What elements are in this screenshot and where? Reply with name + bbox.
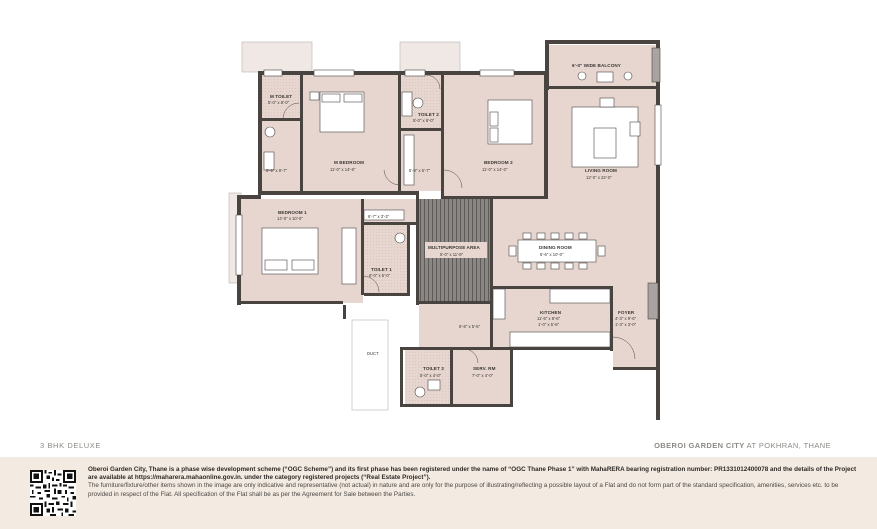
toilet2-dim: 5'-0" x 8'-0" (413, 118, 435, 123)
serv-rm-dim: 7'-0" x 4'-0" (472, 373, 494, 378)
m-toilet-label: M TOILET (270, 94, 292, 99)
furniture (261, 71, 641, 398)
toilet3-dim: 5'-0" x 4'-0" (420, 373, 442, 378)
kitchen-label: KITCHEN (540, 310, 562, 315)
living-dim: 12'-0" x 22'-0" (586, 175, 612, 180)
room-fills (241, 45, 656, 404)
living-label: LIVING ROOM (585, 168, 617, 173)
project-caption: OBEROI GARDEN CITY AT POKHRAN, THANE (654, 441, 831, 450)
multipurpose-label-bg (425, 242, 487, 258)
disclaimer-text: Oberoi Garden City, Thane is a phase wis… (88, 466, 858, 499)
m-passage-dim: 5'-9" x 9'-7" (266, 168, 288, 173)
foyer-label: FOYER (618, 310, 635, 315)
kitchen-dim-1: 11'-6" x 8'-6" (537, 316, 561, 321)
bedroom1-label: BEDROOM 1 (278, 210, 307, 215)
serv-rm-room (453, 349, 513, 404)
room-labels: 6'-0" WIDE BALCONY M TOILET 5'-0" x 8'-0… (266, 63, 637, 378)
toilet1-dim: 8'-0" x 5'-0" (369, 273, 391, 278)
toilet3-room (405, 349, 453, 404)
disclaimer-fine: The furniture/fixture/other items shown … (88, 482, 839, 498)
doors (282, 74, 636, 364)
unit-type-caption: 3 BHK DELUXE (40, 441, 101, 450)
kitchen-dim-2: 1'-0" x 5'-6" (538, 322, 560, 327)
dress2-dim: 5'-9" x 5'-7" (409, 168, 431, 173)
windows (235, 47, 662, 320)
qr-code-icon (30, 470, 76, 516)
project-location: AT POKHRAN, THANE (744, 441, 831, 450)
balcony-label: 6'-0" WIDE BALCONY (572, 63, 621, 68)
project-name: OBEROI GARDEN CITY (654, 441, 745, 450)
m-bedroom-dim: 11'-0" x 14'-6" (330, 167, 356, 172)
duct-label: DUCT (367, 351, 379, 356)
bedroom1-dim: 14'-0" x 10'-0" (277, 216, 303, 221)
toilet3-label: TOILET 3 (423, 366, 444, 371)
dining-label: DINING ROOM (539, 245, 572, 250)
utility-room (419, 303, 493, 349)
foyer-dim-1: 4'-3" x 9'-6" (615, 316, 637, 321)
dress1-dim: 6'-7" x 3'-3" (368, 214, 390, 219)
dining-dim: 5'-6" x 10'-0" (540, 252, 564, 257)
foyer-dim-2: 1'-3" x 3'-0" (615, 322, 637, 327)
floor-plan: 6'-0" WIDE BALCONY M TOILET 5'-0" x 8'-0… (228, 40, 662, 420)
utility-dim: 6'-8" x 5'-5" (459, 324, 481, 329)
bedroom2-dim: 11'-0" x 14'-0" (482, 167, 508, 172)
toilet2-label: TOILET 2 (418, 112, 439, 117)
serv-rm-label: SERV. RM (473, 366, 496, 371)
disclaimer-main: Oberoi Garden City, Thane is a phase wis… (88, 466, 857, 482)
m-bedroom-label: M BEDROOM (334, 160, 364, 165)
multipurpose-dim: 5'-0" x 11'-8" (440, 252, 464, 257)
dining-table (517, 239, 597, 263)
m-toilet-room (262, 75, 304, 119)
m-toilet-dim: 5'-0" x 8'-0" (268, 100, 290, 105)
floor-plan-drawing: 6'-0" WIDE BALCONY M TOILET 5'-0" x 8'-0… (228, 40, 662, 420)
multipurpose-label: MULTIPURPOSE AREA (428, 245, 481, 250)
disclaimer-footer (0, 457, 877, 529)
toilet1-label: TOILET 1 (371, 267, 392, 272)
bedroom2-label: BEDROOM 2 (484, 160, 513, 165)
